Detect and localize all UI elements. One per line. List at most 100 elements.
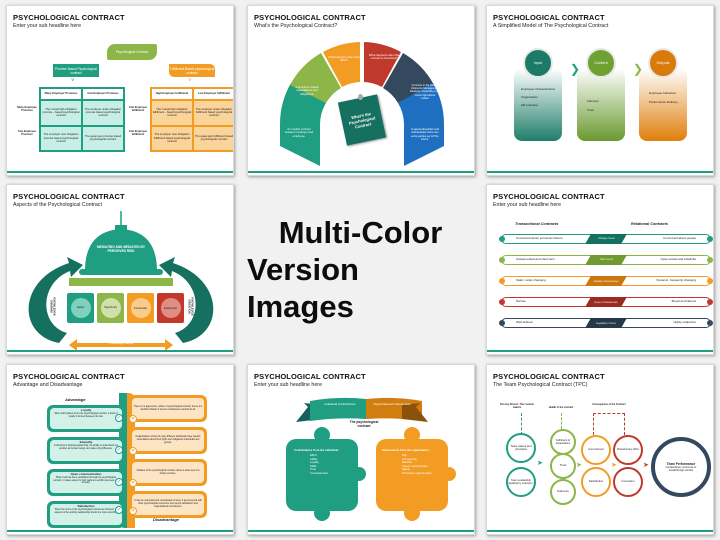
right-header: Fulfillment Based psychological contract	[169, 64, 215, 77]
result-text: (extraordinary outcomes or breakthrough …	[665, 465, 697, 472]
check-icon: ✓	[115, 506, 123, 514]
footer-bar	[7, 350, 233, 352]
input-column	[514, 68, 562, 141]
dot-icon	[499, 299, 505, 305]
arrow-right-icon: ❯	[633, 62, 644, 76]
consequence-circle: Commitment	[581, 435, 611, 465]
slide-title: PSYCHOLOGICAL CONTRACT	[254, 13, 366, 22]
consequence-circle: Innovation	[613, 467, 643, 497]
health-circle: Fairness	[550, 479, 576, 505]
dot-icon	[707, 320, 713, 326]
pillar-label: Opportunity	[100, 298, 121, 318]
fulfillment-grid: High Employer fulfillment Low Employer f…	[150, 87, 233, 152]
slide-subtitle: Enter your sub headline here	[493, 202, 562, 208]
slide-thumbnail-promise-fulfillment[interactable]: PSYCHOLOGICAL CONTRACT Enter your sub he…	[6, 5, 234, 176]
segment-text: What happens when the contract is breach…	[368, 53, 400, 61]
outputs-label: Outputs	[656, 60, 670, 65]
inducements-list: Inducements from the organization : Pay …	[382, 448, 432, 475]
driver-circle: Team values and principles	[506, 433, 536, 463]
outputs-column	[639, 68, 687, 141]
puzzle-piece-right	[376, 439, 448, 511]
content-label: Content	[594, 60, 608, 65]
pillar-safety: Safety	[67, 293, 94, 323]
promise-grid: Many Employer Promises Few Employer Prom…	[39, 87, 125, 152]
check-icon: ✓	[115, 478, 123, 486]
slide-thumbnail-aspects[interactable]: PSYCHOLOGICAL CONTRACT Aspects of the Ps…	[6, 184, 234, 355]
segment-text: What happens when they differ?	[328, 55, 360, 63]
segment-text: In apprenticeships and traineeships ther…	[410, 127, 440, 142]
knowledge-usage-label: Knowledge Usage	[108, 341, 134, 345]
transactional-header: Transactional Contracts	[515, 222, 559, 226]
slide-title: PSYCHOLOGICAL CONTRACT	[493, 372, 605, 381]
slide-subtitle: Enter your sub headline here	[254, 382, 323, 388]
disadvantage-card: Organizations consist of many different …	[129, 427, 207, 454]
footer-bar	[7, 530, 233, 532]
disadvantage-card: Violation of the psychological contract …	[129, 459, 207, 486]
dashed-connector	[561, 413, 562, 429]
input-circle: Input	[523, 48, 553, 78]
consequence-circle: Satisfaction	[581, 467, 611, 497]
input-items: Employee Characteristics Organisation HR…	[521, 87, 556, 107]
slide-subtitle: The Team Psychological Contract (TPC)	[493, 382, 588, 388]
puzzle-knob	[442, 467, 456, 481]
dot-icon	[707, 257, 713, 263]
col-header: Low Employer fulfillment	[194, 89, 233, 99]
footer-bar	[248, 530, 474, 532]
multi-color-heading: Multi-Color Version Images	[247, 184, 474, 355]
grid-cell: The employer under obligation promise ba…	[83, 101, 123, 125]
dot-icon	[499, 257, 505, 263]
slide-thumbnail-transactional-relational[interactable]: PSYCHOLOGICAL CONTRACT Enter your sub he…	[486, 184, 714, 355]
slide-subtitle: Aspects of the Psychological Contract	[13, 202, 102, 208]
relational-header: Relational Contracts	[631, 222, 668, 226]
segment-text: An implicit contract between employer an…	[284, 127, 314, 138]
slide-title: PSYCHOLOGICAL CONTRACT	[13, 13, 125, 22]
x-icon: ✕	[129, 507, 137, 515]
consequence-label: Consequence of the Contract	[592, 403, 626, 406]
slide-title: PSYCHOLOGICAL CONTRACT	[493, 13, 605, 22]
outputs-items: Employee behaviour Performance Delivery	[649, 91, 678, 104]
drivers-label: Two key Drivers: The contract makers	[500, 403, 534, 409]
semicircle-diagram	[280, 42, 444, 166]
dot-icon	[499, 278, 505, 284]
slide-thumbnail-semicircle[interactable]: PSYCHOLOGICAL CONTRACT What's the Psycho…	[247, 5, 475, 176]
comparison-row: Concerned about economic factors Primary…	[501, 234, 711, 244]
center-label: The psychological contract	[349, 420, 379, 429]
grid-cell: The quasi-spot fulfillment based psychol…	[194, 126, 233, 150]
consequence-circle: Discretionary effort	[613, 435, 643, 465]
health-circle: Fulfilment of expectations	[550, 429, 576, 455]
dot-icon	[499, 236, 505, 242]
slide-thumbnail-puzzle[interactable]: PSYCHOLOGICAL CONTRACT Enter your sub he…	[247, 364, 475, 535]
row-label: Few Employee fulfillment	[128, 106, 148, 113]
slide-thumbnail-simplified-model[interactable]: PSYCHOLOGICAL CONTRACT A Simplified Mode…	[486, 5, 714, 176]
left-header: Promise Based Psychological contract	[53, 64, 99, 77]
footer-bar	[487, 350, 713, 352]
comparison-row: Well defined Tangibility of Terms Highly…	[501, 318, 711, 328]
col-header: Many Employer Promises	[41, 89, 81, 99]
result-title: Team Performance	[666, 461, 696, 466]
puzzle-knob	[314, 427, 330, 443]
grid-cell: The employer under obligation fulfillmen…	[194, 101, 233, 125]
comparison-row: Narrow Scope of Relationship Broad and N…	[501, 297, 711, 307]
grid-cell: The employer over obligation fulfillment…	[152, 126, 192, 150]
outputs-circle: Outputs	[648, 48, 678, 78]
slide-thumbnail-team-contract[interactable]: PSYCHOLOGICAL CONTRACT The Team Psycholo…	[486, 364, 714, 535]
pillar-relationship: Relationship	[157, 293, 184, 323]
banner-ribbon	[296, 397, 428, 422]
knowledge-creation-label: KNOWLEDGE CREATION	[187, 297, 195, 316]
disadvantage-header: Disadvantage	[153, 517, 180, 522]
row-label: Few Employee Promises	[17, 130, 37, 137]
comparison-row: Static, rarely changing Stability of Rel…	[501, 276, 711, 286]
x-icon: ✕	[129, 415, 137, 423]
slide-title: PSYCHOLOGICAL CONTRACT	[13, 372, 125, 381]
grid-cell: The mutual high obligation fulfillment –…	[152, 101, 192, 125]
dome-diagram	[28, 211, 214, 351]
content-circle: Content	[586, 48, 616, 78]
slide-thumbnail-advantage-disadvantage[interactable]: PSYCHOLOGICAL CONTRACT Advantage and Dis…	[6, 364, 234, 535]
driver-circle: Team Leadership (leading by example )	[506, 467, 536, 497]
row-label: Few Employee fulfillment	[128, 130, 148, 137]
comparison-row: Closed-ended and short-term Time Focus O…	[501, 255, 711, 265]
puzzle-knob	[352, 467, 366, 481]
footer-bar	[7, 171, 233, 173]
puzzle-knob	[404, 427, 420, 443]
footer-bar	[487, 171, 713, 173]
